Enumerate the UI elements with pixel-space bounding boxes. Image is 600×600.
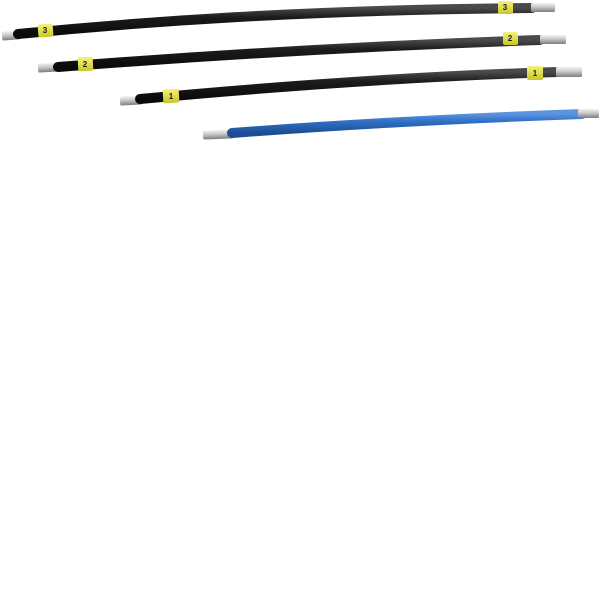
marker-sleeve-left: 3: [37, 23, 54, 38]
marker-label: 3: [43, 26, 48, 35]
marker-label: 2: [83, 60, 88, 69]
wire-black-3: 1 1: [119, 66, 582, 106]
wire-blue: [202, 109, 599, 140]
insulation: [135, 67, 563, 104]
insulation: [53, 35, 545, 72]
ferrule-left: [202, 129, 234, 140]
marker-sleeve-left: 1: [162, 88, 180, 104]
marker-sleeve-right: 1: [527, 66, 543, 80]
ferrule-right: [540, 35, 566, 44]
marker-sleeve-right: 2: [503, 32, 518, 45]
marker-sleeve-right: 3: [498, 1, 513, 14]
insulation: [13, 3, 537, 39]
ferrule-right: [531, 3, 555, 12]
marker-label: 2: [508, 34, 513, 43]
marker-sleeve-left: 2: [77, 56, 94, 72]
marker-label: 3: [503, 3, 508, 12]
marker-label: 1: [533, 69, 538, 78]
ferrule-right: [556, 67, 582, 77]
wire-black-1: 3 3: [1, 1, 555, 41]
wire-black-2: 2 2: [37, 32, 566, 73]
ferrule-right: [578, 109, 599, 118]
insulation: [227, 109, 587, 138]
marker-label: 1: [169, 92, 174, 101]
